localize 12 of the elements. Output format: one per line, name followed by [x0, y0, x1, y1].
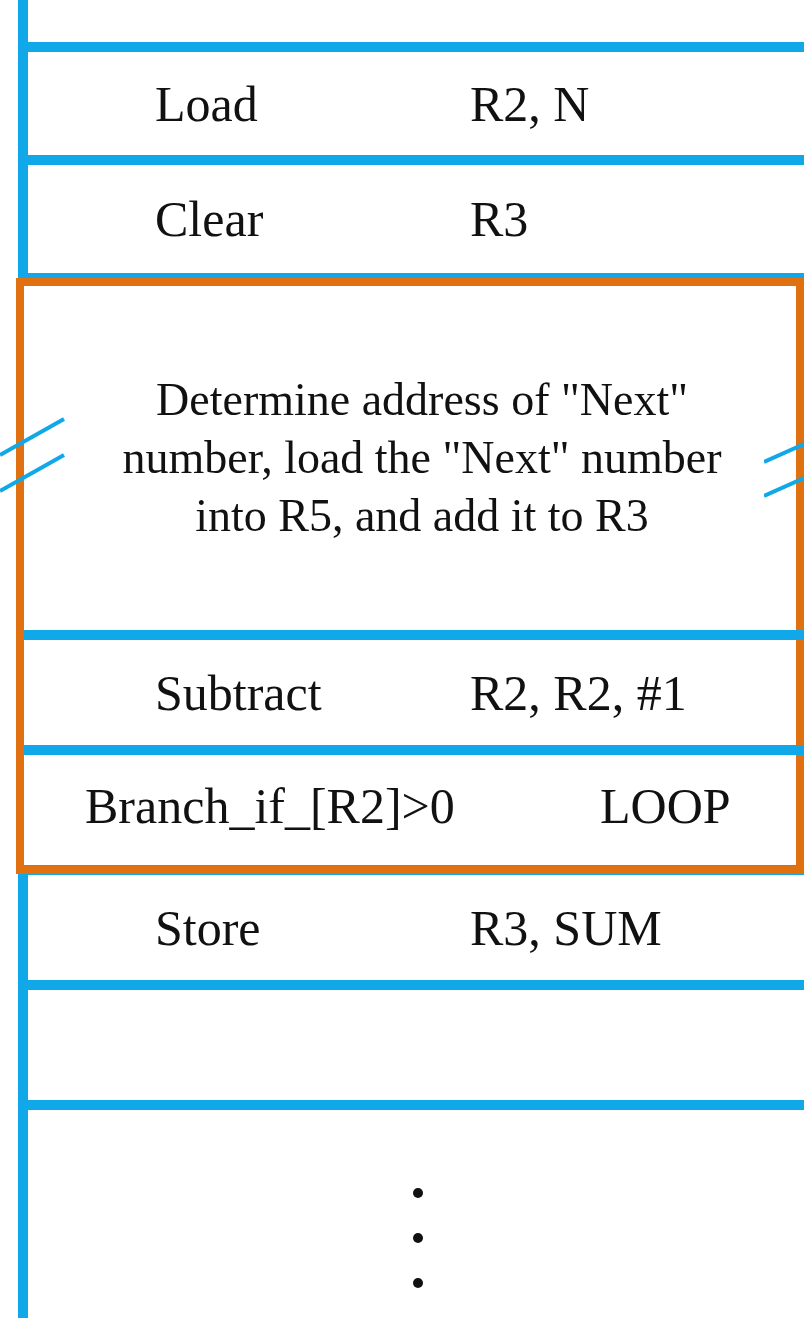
operand-text: R3, SUM [470, 898, 662, 957]
instruction-text: Clear [155, 190, 264, 248]
instruction-text: Subtract [155, 663, 322, 722]
operand-text: R2, R2, #1 [470, 663, 687, 722]
instruction-description: Determine address of "Next" number, load the "Next" number into R5, and add it to R3 [121, 373, 723, 543]
loop-highlight-frame [16, 278, 804, 874]
instruction-text: Load [155, 74, 258, 133]
operand-text: LOOP [600, 776, 731, 835]
instruction-text: Store [155, 898, 261, 957]
operand-text: R2, N [470, 74, 590, 133]
instruction-text: Branch_if_[R2]>0 [85, 776, 455, 835]
operand-text: R3 [470, 190, 529, 248]
